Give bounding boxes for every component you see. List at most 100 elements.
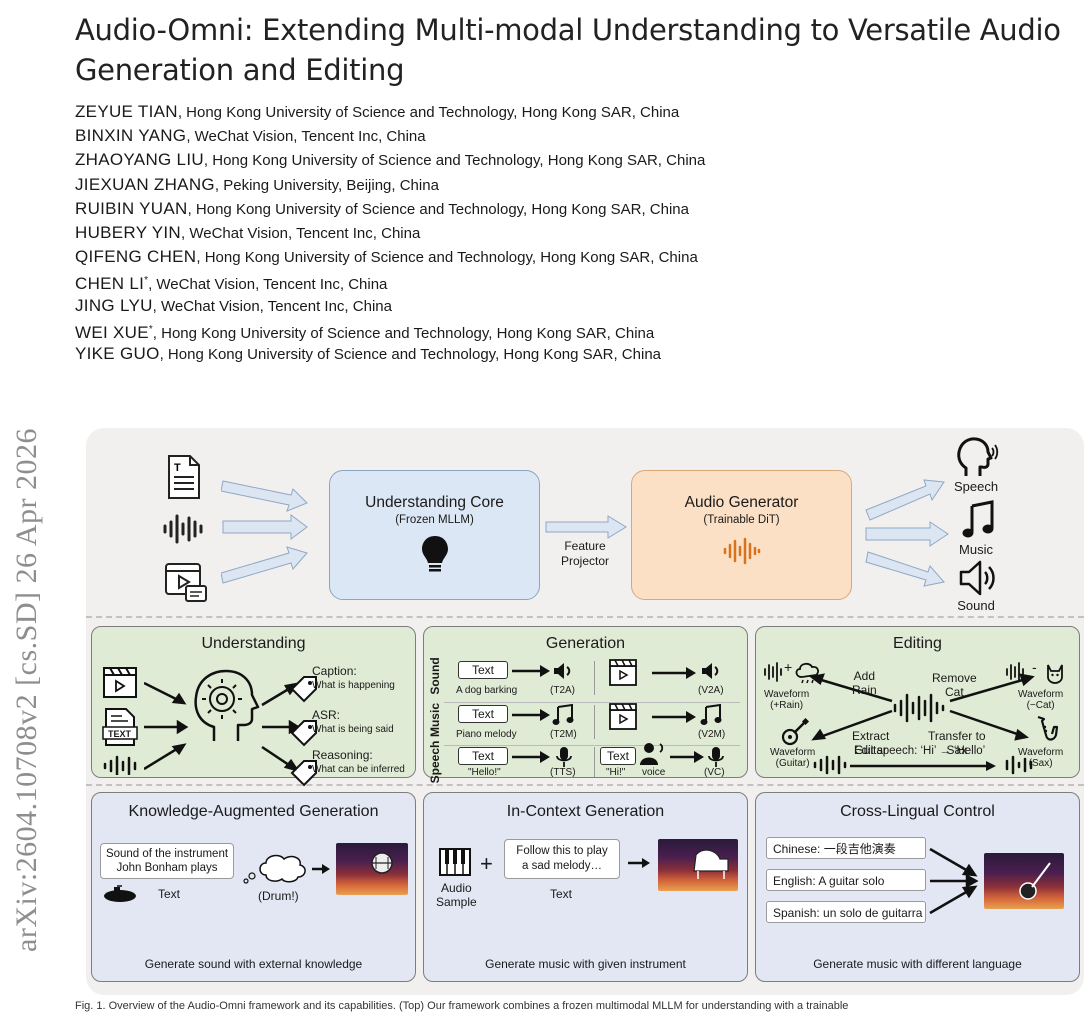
clapperboard-icon [609, 703, 637, 730]
waveform-icon [103, 755, 137, 775]
row-label-sound: Sound [428, 657, 442, 695]
text-file-label: TEXT [108, 729, 132, 739]
plus-sign: + [784, 659, 793, 675]
author-affiliation: , Hong Kong University of Science and Te… [159, 345, 662, 363]
author-name: WEI XUE [75, 322, 149, 342]
music-note-icon [962, 500, 994, 538]
asr-tag: ASR:What is being said [312, 709, 394, 736]
author-name: JING LYU [75, 295, 153, 315]
plus-sign: + [480, 851, 493, 876]
asr-tag-sub: What is being said [312, 724, 394, 735]
understanding-title: Understanding [201, 635, 306, 652]
author-name: HUBERY YIN [75, 222, 181, 242]
row-label-speech: Speech [428, 740, 442, 784]
knowledge-text-label: Text [158, 887, 181, 901]
knowledge-panel: Knowledge-Augmented Generation Sound of … [91, 792, 416, 982]
author-entry: JIEXUAN ZHANG, Peking University, Beijin… [75, 173, 1075, 197]
figure: T Understanding Core (Frozen MLLM) [86, 428, 1084, 995]
voice-label: voice [642, 767, 666, 778]
author-entry: QIFENG CHEN, Hong Kong University of Sci… [75, 245, 1075, 269]
svg-text:T: T [174, 462, 181, 474]
incontext-text-label: Text [550, 887, 573, 901]
caption-tag: Caption:What is happening [312, 665, 395, 692]
thought-bubble-icon [243, 854, 306, 884]
author-name: QIFENG CHEN [75, 247, 197, 267]
author-list: ZEYUE TIAN, Hong Kong University of Scie… [75, 100, 1075, 366]
edit-speech-label: Edit speech: ‘Hi’ → ‘Hello’ [854, 745, 986, 757]
v2m-label: (V2M) [698, 729, 726, 740]
arrow-icon [312, 864, 330, 874]
incontext-title: In-Context Generation [506, 803, 665, 820]
clapperboard-icon [103, 667, 137, 698]
author-entry: HUBERY YIN, WeChat Vision, Tencent Inc, … [75, 221, 1075, 245]
microphone-icon [556, 747, 572, 767]
input-arrows [221, 480, 308, 584]
paper-title: Audio-Omni: Extending Multi-modal Unders… [75, 13, 1061, 87]
chinese-prompt-box: Chinese: 一段吉他演奏 [766, 837, 926, 859]
audio-sample-label: Audio Sample [436, 881, 477, 909]
text-input-box: Text [600, 747, 636, 765]
knowledge-title: Knowledge-Augmented Generation [128, 803, 379, 820]
editing-title: Editing [893, 635, 942, 652]
spectrogram-image [336, 843, 408, 895]
incontext-prompt-box: Follow this to play a sad melody… [504, 839, 620, 879]
row-divider [594, 747, 595, 777]
remove-cat-label: Remove Cat [932, 671, 977, 699]
person-voice-icon [640, 743, 664, 765]
output-arrows [865, 479, 949, 587]
author-affiliation: , Peking University, Beijing, China [214, 176, 439, 194]
wf-cat-label: Waveform (−Cat) [1018, 689, 1064, 711]
crosslingual-caption: Generate music with different language [813, 957, 1022, 971]
waveform-icon [893, 693, 945, 723]
piano-keys-icon [439, 848, 471, 876]
arrow-icon [652, 711, 696, 723]
row-divider [594, 661, 595, 695]
arrow-icon [512, 751, 550, 763]
transfer-sax-label: Transfer to Sax [928, 729, 986, 757]
submarine-icon [104, 885, 136, 902]
document-icon: T [168, 455, 200, 499]
tag-icon [290, 760, 317, 787]
music-note-icon [700, 703, 722, 725]
thinking-head-icon [194, 669, 260, 741]
minus-sign: - [1032, 659, 1037, 675]
t2m-label: (T2M) [550, 729, 577, 740]
t2a-label: (T2A) [550, 685, 575, 696]
vc-prompt: "Hi!" [606, 767, 626, 778]
spectrogram-image [658, 839, 738, 891]
wf-rain-label: Waveform (+Rain) [764, 689, 810, 711]
text-input-box: Text [458, 747, 508, 765]
projector-arrow [545, 515, 627, 539]
edit-speech-arrow [850, 761, 996, 771]
author-entry: BINXIN YANG, WeChat Vision, Tencent Inc,… [75, 124, 1075, 148]
incontext-panel: In-Context Generation Audio Sample + Fol… [423, 792, 748, 982]
text-file-icon [102, 708, 138, 746]
row-separator [444, 745, 740, 746]
waveform-icon [163, 514, 203, 544]
saxophone-icon [1037, 715, 1059, 741]
guitar-icon [781, 717, 810, 746]
arrow-icon [670, 751, 704, 763]
author-name: JIEXUAN ZHANG [75, 174, 215, 194]
reasoning-tag: Reasoning:What can be inferred [312, 749, 405, 776]
extract-guitar-label: Extract Guitar [852, 729, 890, 757]
tag-icon [290, 720, 317, 747]
text-input-box: Text [458, 661, 508, 679]
crosslingual-panel: Cross-Lingual Control Chinese: 一段吉他演奏 En… [755, 792, 1080, 982]
language-arrows [929, 847, 979, 915]
author-name: YIKE GUO [75, 343, 160, 363]
drum-thought-label: (Drum!) [258, 889, 299, 903]
sound-prompt: A dog barking [456, 685, 518, 696]
author-affiliation: , WeChat Vision, Tencent Inc, China [181, 224, 421, 242]
caption-tag-head: Caption: [312, 664, 357, 678]
text-input-box: Text [458, 705, 508, 723]
author-affiliation: , WeChat Vision, Tencent Inc, China [152, 297, 392, 315]
english-prompt-box: English: A guitar solo [766, 869, 926, 891]
author-entry: RUIBIN YUAN, Hong Kong University of Sci… [75, 197, 1075, 221]
section-divider [86, 784, 1084, 786]
arrow-icon [512, 709, 550, 721]
microphone-icon [708, 747, 724, 767]
waveform-icon [723, 537, 760, 565]
row-divider [594, 705, 595, 739]
tts-label: (TTS) [550, 767, 576, 778]
